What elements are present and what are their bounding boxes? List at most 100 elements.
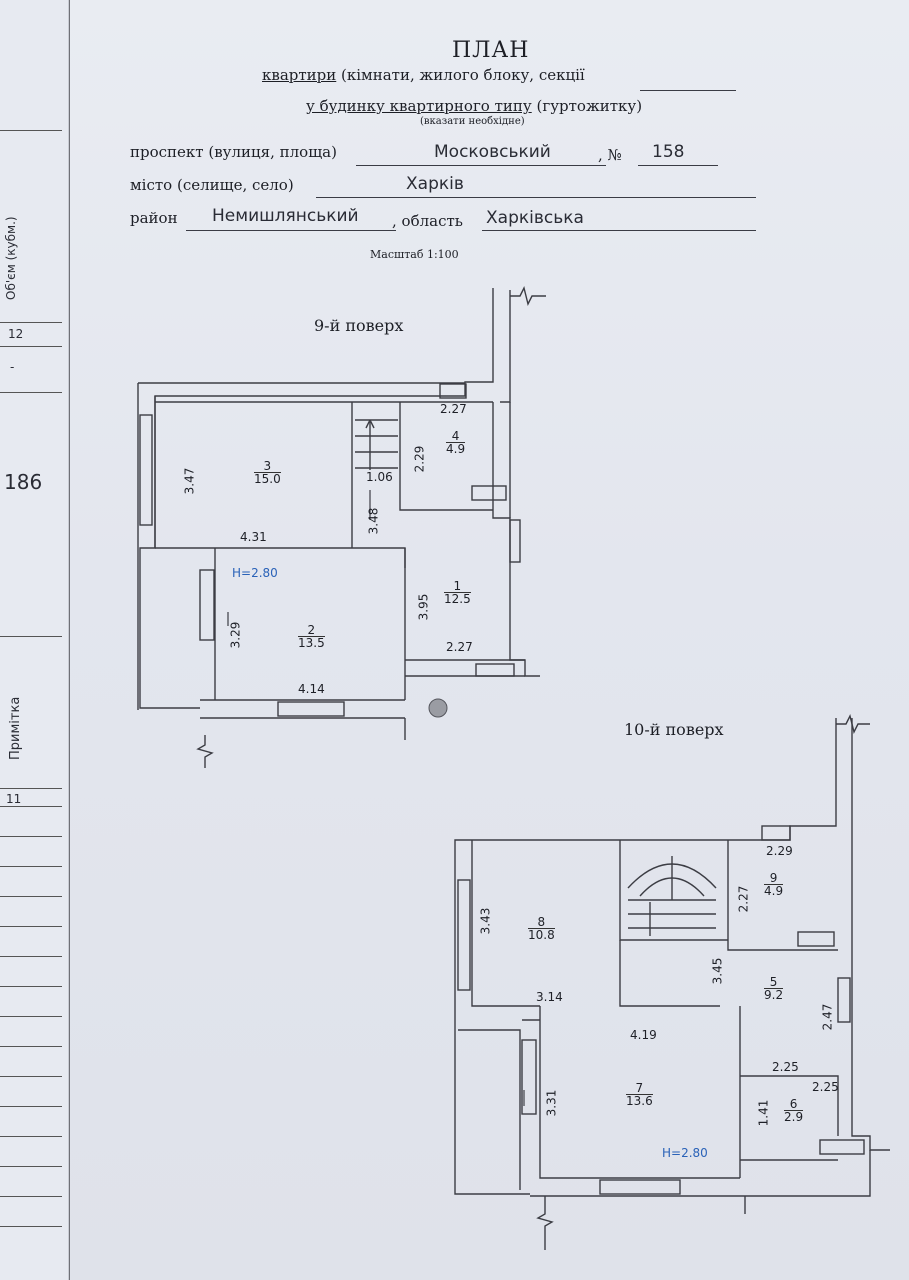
table-line [0, 1016, 62, 1017]
dimension: 3.47 [182, 467, 197, 495]
header-line1-rest: (кімнати, жилого блоку, секції [336, 66, 585, 84]
table-line [0, 346, 62, 347]
room-label: 6 2.9 [784, 1098, 804, 1124]
table-line [0, 1076, 62, 1077]
column-number: 12 [8, 327, 24, 341]
scale-text: Масштаб 1:100 [370, 248, 459, 261]
dimension: 3.95 [416, 593, 431, 621]
document-title: ПЛАН [452, 38, 530, 63]
room-label: 9 4.9 [764, 872, 784, 898]
table-line [0, 926, 62, 927]
district-label: район [130, 209, 178, 227]
room-label: 8 10.8 [528, 916, 555, 941]
floor9-walls [137, 285, 546, 768]
dimension: 3.48 [366, 507, 381, 535]
dimension: 3.14 [536, 990, 563, 1004]
floor10-walls [454, 713, 890, 1250]
underline [316, 197, 756, 198]
room-area: 13.5 [298, 636, 325, 650]
dimension: 1.41 [756, 1099, 771, 1127]
dash-mark: - [10, 360, 15, 374]
room-area: 13.6 [626, 1094, 653, 1108]
dimension: 4.19 [630, 1028, 657, 1042]
table-line [0, 392, 62, 393]
table-line [0, 636, 62, 637]
dimension: 2.27 [440, 402, 467, 416]
room-area: 9.2 [764, 988, 784, 1002]
underline [640, 90, 736, 91]
volume-value: 186 [4, 470, 43, 494]
table-line [0, 956, 62, 957]
dimension: 2.25 [772, 1060, 799, 1074]
dimension: 4.31 [240, 530, 267, 544]
dimension: 3.31 [544, 1089, 559, 1117]
room-label: 7 13.6 [626, 1082, 653, 1107]
street-value: Московський [434, 142, 551, 162]
table-line [0, 788, 62, 789]
table-line [0, 806, 62, 807]
dimension: 2.29 [412, 445, 427, 473]
underline [638, 165, 718, 166]
dimension: 4.14 [298, 682, 325, 696]
room-number: 1 [444, 580, 471, 593]
table-line [0, 1166, 62, 1167]
city-value: Харків [406, 174, 464, 194]
street-label: проспект (вулиця, площа) [130, 143, 337, 161]
dimension: 3.43 [478, 907, 493, 935]
room-area: 15.0 [254, 472, 281, 486]
table-line [0, 1226, 62, 1227]
table-line [0, 836, 62, 837]
room-label: 4 4.9 [446, 430, 466, 456]
table-line [0, 986, 62, 987]
district-value: Немишлянський [212, 206, 359, 226]
header-line2-rest: (гуртожитку) [531, 97, 643, 115]
room-area: 4.9 [446, 442, 466, 456]
room-area: 4.9 [764, 884, 784, 898]
region-value: Харківська [486, 208, 584, 228]
room-area: 12.5 [444, 592, 471, 606]
underline [482, 230, 756, 231]
adjacent-page: Об'єм (кубм.) 12 - 186 Примітка 11 [0, 0, 69, 1280]
apartment-word: квартири [262, 66, 337, 84]
region-label: , область [392, 212, 463, 230]
building-type: у будинку квартирного типу [306, 97, 532, 115]
room-label: 5 9.2 [764, 976, 784, 1002]
room-number: 3 [254, 460, 281, 473]
room-area: 10.8 [528, 928, 555, 942]
table-line [0, 1106, 62, 1107]
dimension: 2.25 [812, 1080, 839, 1094]
room-number: 7 [626, 1082, 653, 1095]
table-line [0, 1136, 62, 1137]
floor10-title: 10-й поверх [624, 720, 724, 739]
floor9-ceiling-height: H=2.80 [232, 566, 278, 580]
room-label: 3 15.0 [254, 460, 281, 485]
table-line [0, 1046, 62, 1047]
room-number: 2 [298, 624, 325, 637]
floor9-title: 9-й поверх [314, 316, 404, 335]
table-line [0, 866, 62, 867]
dimension: 3.45 [710, 957, 725, 985]
room-number: 6 [784, 1098, 804, 1111]
city-label: місто (селище, село) [130, 176, 294, 194]
room-number: 4 [446, 430, 466, 443]
room-number: 5 [764, 976, 784, 989]
room-number: 8 [528, 916, 555, 929]
dimension: 2.27 [446, 640, 473, 654]
hint-text: (вказати необхідне) [420, 116, 525, 127]
dimension: 2.27 [736, 885, 751, 913]
room-label: 2 13.5 [298, 624, 325, 649]
table-line [0, 130, 62, 131]
dimension: 2.29 [766, 844, 793, 858]
table-line [0, 896, 62, 897]
room-area: 2.9 [784, 1110, 804, 1124]
room-label: 1 12.5 [444, 580, 471, 605]
floor10-ceiling-height: H=2.80 [662, 1146, 708, 1160]
table-line [0, 322, 62, 323]
room-number: 9 [764, 872, 784, 885]
underline [356, 165, 606, 166]
column-number: 11 [6, 792, 22, 806]
header-line2: у будинку квартирного типу (гуртожитку) [306, 97, 642, 115]
number-label: , № [598, 146, 622, 164]
underline [186, 230, 396, 231]
